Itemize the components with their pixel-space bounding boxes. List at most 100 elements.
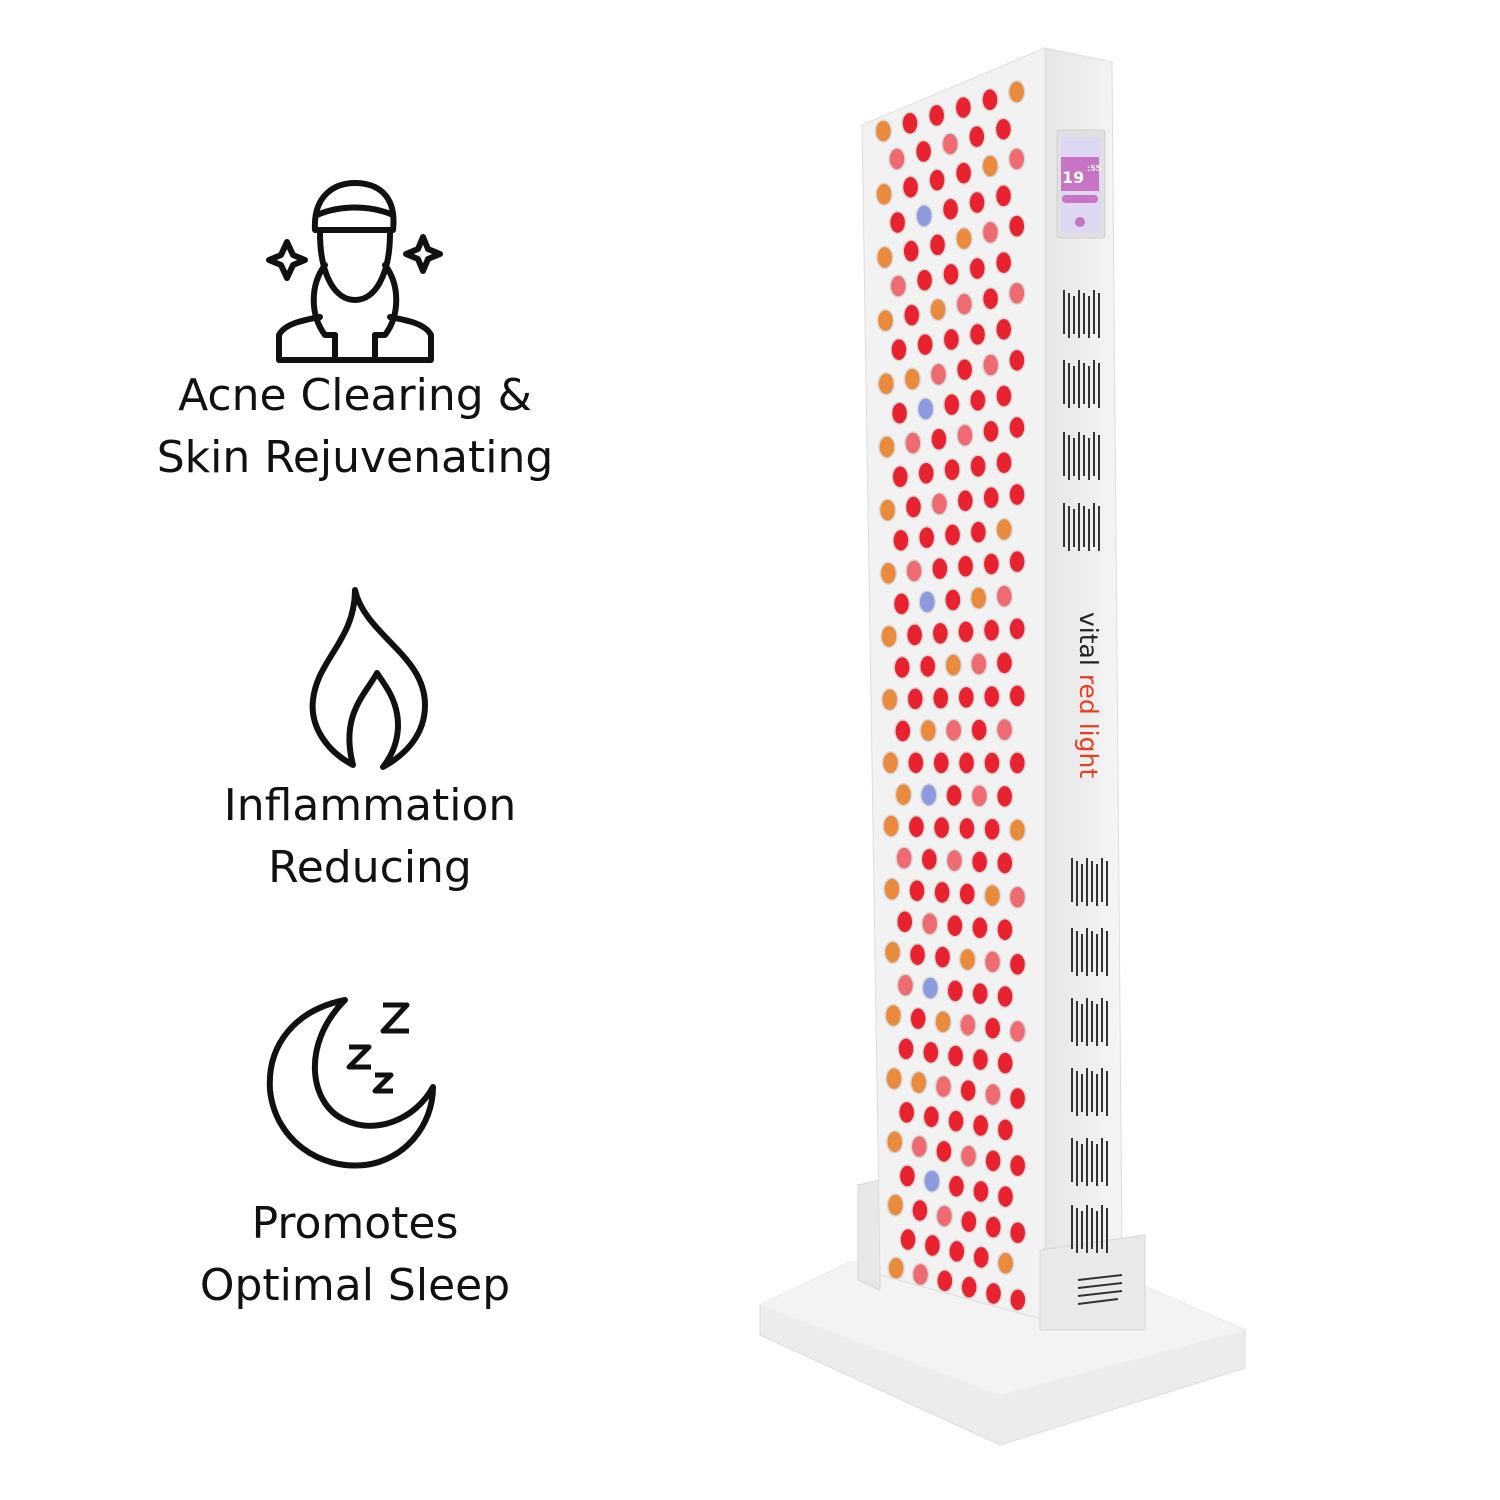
led [901, 111, 919, 135]
led [955, 292, 974, 316]
led [948, 1239, 966, 1264]
led [982, 419, 1000, 444]
led [995, 384, 1013, 408]
led [984, 1215, 1003, 1239]
led [923, 1169, 941, 1193]
led [899, 1227, 917, 1252]
vent [1071, 1068, 1108, 1116]
led [943, 392, 961, 417]
vent [1071, 928, 1108, 976]
led [888, 210, 907, 235]
vent [1063, 432, 1100, 480]
led [1008, 1019, 1027, 1044]
led [874, 119, 893, 143]
led [968, 190, 986, 215]
led [911, 1198, 929, 1223]
led [916, 397, 935, 421]
led [995, 451, 1013, 475]
benefit-label: Optimal Sleep [199, 1260, 511, 1311]
led [904, 431, 922, 455]
led [981, 154, 999, 178]
benefit-skin: Acne Clearing & Skin Rejuvenating [120, 175, 590, 489]
led [958, 882, 976, 906]
led [946, 913, 964, 938]
led [886, 1193, 905, 1217]
led [919, 718, 938, 743]
led [894, 782, 913, 807]
benefit-label: Promotes [251, 1198, 459, 1249]
led [970, 652, 988, 676]
moon-zzz-icon [266, 997, 436, 1169]
led [970, 784, 989, 808]
led [996, 1118, 1015, 1142]
benefit-inflammation: Inflammation Reducing [135, 585, 605, 899]
vent [1071, 1138, 1108, 1186]
benefit-label: Acne Clearing & [178, 370, 532, 421]
led [944, 718, 963, 743]
led [956, 489, 975, 513]
led [907, 751, 925, 775]
led [1008, 482, 1026, 507]
led [983, 883, 1002, 908]
led [1009, 1288, 1027, 1312]
led [877, 372, 895, 396]
led [928, 168, 946, 192]
led [1008, 1086, 1027, 1111]
led [941, 197, 960, 221]
led [883, 940, 902, 965]
led [960, 1275, 978, 1299]
led [995, 717, 1014, 742]
led [996, 984, 1014, 1009]
led [996, 851, 1014, 875]
stand-bracket [857, 1179, 881, 1291]
led [906, 687, 924, 711]
led [934, 1074, 953, 1099]
led [983, 817, 1001, 842]
led [897, 1100, 916, 1125]
led [995, 651, 1014, 675]
benefit-label: Skin Rejuvenating [156, 432, 554, 483]
led [905, 623, 924, 647]
led [904, 495, 923, 519]
led [957, 620, 975, 644]
led [897, 1037, 915, 1061]
led [943, 523, 962, 547]
led [898, 1164, 917, 1188]
led [945, 783, 963, 808]
led [1008, 415, 1026, 440]
led [880, 624, 898, 649]
led [996, 1051, 1014, 1075]
led [895, 846, 913, 870]
led [922, 1040, 940, 1065]
led [959, 1013, 977, 1037]
led [947, 1174, 966, 1199]
led [957, 685, 975, 710]
benefit-label: Inflammation [223, 780, 517, 831]
vent [1071, 998, 1108, 1046]
led [1007, 147, 1026, 171]
led [969, 586, 988, 610]
led [995, 784, 1014, 809]
led [890, 401, 909, 425]
led [942, 327, 961, 352]
led [876, 308, 895, 333]
led [968, 124, 986, 149]
led [1008, 818, 1027, 842]
led [931, 556, 949, 581]
led [882, 814, 900, 838]
led [890, 337, 908, 362]
led [903, 303, 921, 327]
led [996, 1251, 1015, 1276]
led [910, 1070, 928, 1095]
led [885, 1066, 903, 1091]
led [876, 245, 894, 270]
led [879, 561, 898, 586]
led [883, 877, 901, 901]
led [945, 848, 964, 873]
led [958, 816, 976, 841]
led [959, 1144, 978, 1168]
led [920, 847, 939, 872]
led [954, 95, 973, 120]
led [1008, 281, 1026, 305]
led [1007, 80, 1026, 104]
